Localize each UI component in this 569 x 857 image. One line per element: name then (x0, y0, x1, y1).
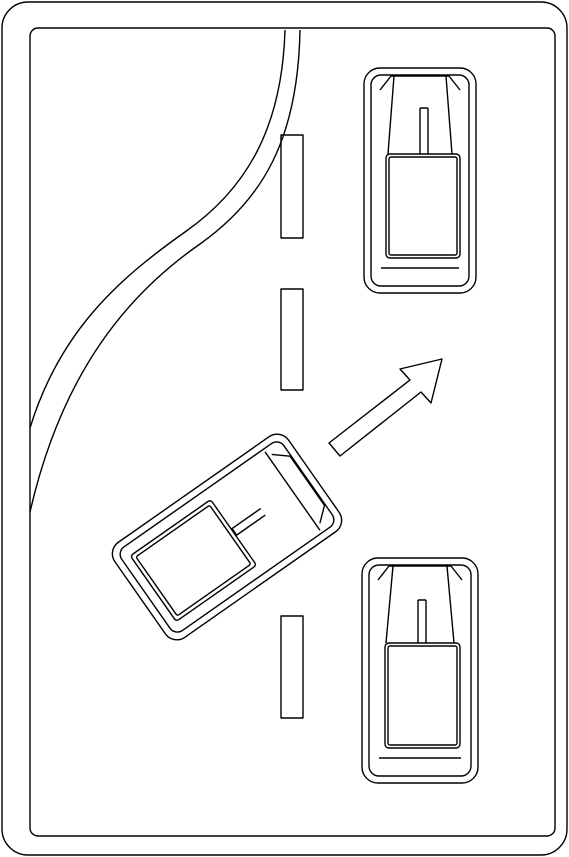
lane-dash (281, 289, 303, 390)
lane-dash (281, 616, 303, 718)
lane-dash (281, 135, 303, 238)
arrow-up-right-icon (329, 359, 442, 456)
parked-car-bottom (362, 558, 478, 783)
road-edge-curve (30, 30, 300, 512)
parked-car-top (364, 68, 476, 293)
lane-dashes (281, 135, 303, 718)
maneuvering-car (107, 429, 347, 646)
